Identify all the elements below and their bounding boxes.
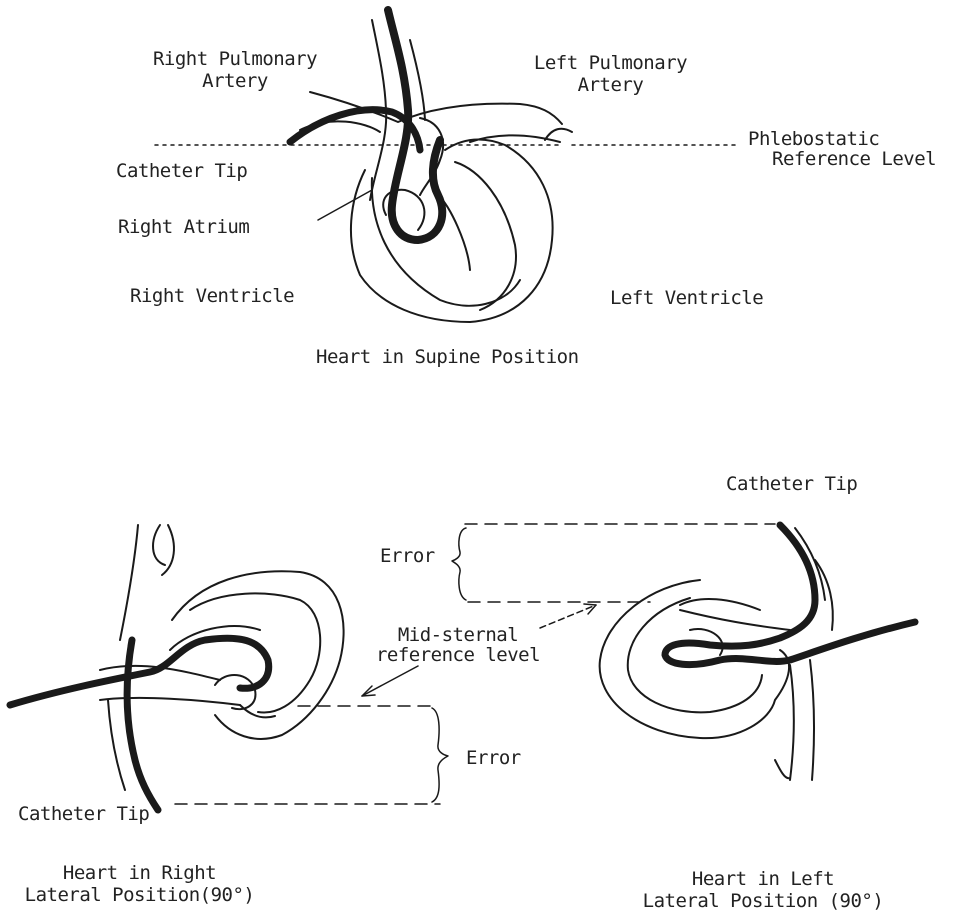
phlebostatic-line1: Phlebostatic [742,128,936,150]
left-lateral-catheter-tip-label: Catheter Tip [726,473,857,495]
right-ventricle-label: Right Ventricle [130,285,294,307]
left-lateral-caption-line2: Lateral Position (90°) [618,890,908,912]
left-pulmonary-artery-line1: Left Pulmonary [518,52,703,74]
right-lateral-catheter-tip-label: Catheter Tip [18,803,149,825]
left-lateral-caption: Heart in Left Lateral Position (90°) [618,868,908,912]
supine-catheter-tip-label: Catheter Tip [116,160,247,182]
supine-caption: Heart in Supine Position [316,346,579,368]
phlebostatic-line2: Reference Level [772,148,936,170]
supine-heart-outline [351,140,553,322]
mid-sternal-line1: Mid-sternal [348,624,568,646]
right-lateral-heart-drawing [10,525,448,810]
catheter-line [665,525,915,665]
right-lateral-error-label: Error [466,747,521,769]
catheter-line [10,638,269,705]
right-lateral-caption: Heart in Right Lateral Position(90°) [2,862,277,906]
phlebostatic-reference-label: Phlebostatic Reference Level [742,128,936,170]
mid-sternal-reference-label: Mid-sternal reference level [348,624,568,666]
mid-sternal-line2: reference level [348,644,568,666]
left-pulmonary-artery-line2: Artery [518,74,703,96]
right-lateral-heart-outline [172,571,344,739]
left-pulmonary-artery-label: Left Pulmonary Artery [518,52,703,96]
right-lateral-caption-line2: Lateral Position(90°) [2,884,277,906]
right-pulmonary-artery-label: Right Pulmonary Artery [140,48,330,92]
right-atrium-label: Right Atrium [118,216,249,238]
right-pulmonary-artery-line2: Artery [140,70,330,92]
left-lateral-caption-line1: Heart in Left [618,868,908,890]
left-ventricle-label: Left Ventricle [610,287,763,309]
catheter-line [290,110,420,150]
right-lateral-caption-line1: Heart in Right [2,862,277,884]
right-pulmonary-artery-line1: Right Pulmonary [140,48,330,70]
left-lateral-error-label: Error [380,545,435,567]
